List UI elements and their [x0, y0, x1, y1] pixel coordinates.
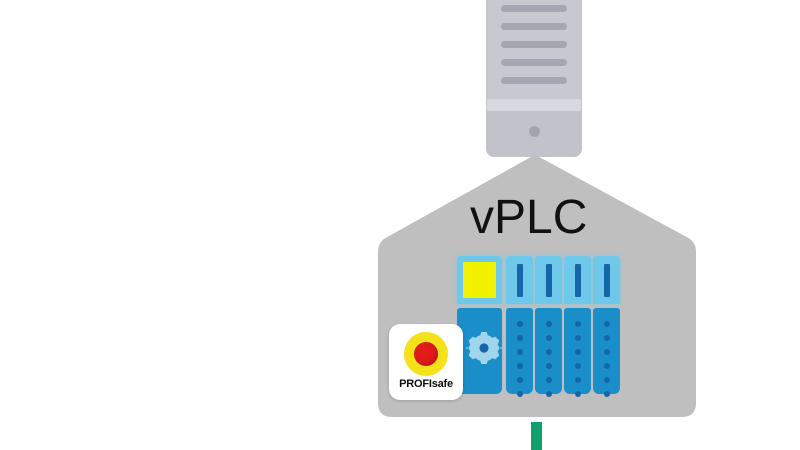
io-terminal-dot	[516, 349, 523, 355]
io-terminal-dots	[603, 321, 610, 405]
server-slot	[501, 41, 567, 48]
io-module[interactable]	[506, 256, 533, 397]
server-divider-band	[487, 99, 581, 111]
io-module-body	[506, 308, 533, 397]
server-chassis	[487, 0, 581, 156]
io-terminal-dot	[574, 349, 581, 355]
io-module-top	[564, 256, 591, 304]
io-module-top	[535, 256, 562, 304]
io-module-top	[593, 256, 620, 304]
server-slot	[501, 5, 567, 12]
io-terminal-dots	[516, 321, 523, 405]
io-terminal-dot	[603, 391, 610, 397]
io-module[interactable]	[593, 256, 620, 397]
emergency-stop-button-inner	[414, 342, 438, 366]
profinet-cable	[531, 422, 542, 450]
server-slot	[501, 23, 567, 30]
emergency-stop-icon	[404, 332, 448, 376]
io-terminal-dot	[603, 335, 610, 341]
io-terminal-dot	[603, 363, 610, 369]
io-terminal-dot	[516, 391, 523, 397]
io-terminal-dot	[516, 363, 523, 369]
io-module-body	[535, 308, 562, 397]
io-module[interactable]	[564, 256, 591, 397]
cpu-display-screen	[463, 262, 496, 298]
cpu-module[interactable]	[457, 256, 504, 394]
module-rack	[457, 256, 625, 397]
io-module-indicator	[545, 264, 552, 297]
profisafe-badge[interactable]: PROFIsafe	[389, 324, 463, 400]
server-lower-panel	[487, 111, 581, 156]
io-terminal-dot	[545, 363, 552, 369]
io-module-top	[506, 256, 533, 304]
io-terminal-dot	[545, 349, 552, 355]
io-module-body	[593, 308, 620, 397]
server-slot	[501, 77, 567, 84]
server-status-led-icon	[529, 126, 540, 137]
io-terminal-dot	[516, 377, 523, 383]
io-terminal-dot	[603, 349, 610, 355]
io-terminal-dot	[545, 377, 552, 383]
page-title: vPLC	[470, 191, 588, 244]
io-terminal-dot	[516, 321, 523, 327]
io-terminal-dots	[574, 321, 581, 405]
io-module[interactable]	[535, 256, 562, 397]
cpu-module-top	[457, 256, 502, 304]
io-terminal-dot	[574, 391, 581, 397]
gear-icon	[464, 330, 504, 366]
profisafe-label: PROFIsafe	[399, 378, 453, 390]
io-module-indicator	[603, 264, 610, 297]
io-terminal-dot	[574, 377, 581, 383]
io-module-indicator	[516, 264, 523, 297]
industrial-pc-server	[487, 0, 581, 162]
io-module-body	[564, 308, 591, 397]
io-terminal-dot	[574, 321, 581, 327]
io-terminal-dot	[603, 377, 610, 383]
io-terminal-dot	[516, 335, 523, 341]
io-terminal-dot	[545, 335, 552, 341]
io-terminal-dot	[545, 391, 552, 397]
io-terminal-dots	[545, 321, 552, 405]
io-module-indicator	[574, 264, 581, 297]
io-terminal-dot	[574, 363, 581, 369]
cpu-module-body	[457, 308, 504, 394]
io-terminal-dot	[574, 335, 581, 341]
io-terminal-dot	[603, 321, 610, 327]
io-terminal-dot	[545, 321, 552, 327]
server-slot	[501, 59, 567, 66]
